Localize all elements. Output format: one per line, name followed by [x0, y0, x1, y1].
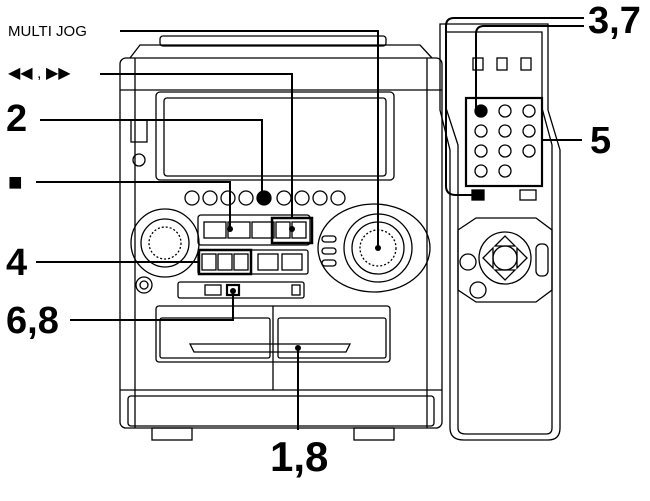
tuner-btn-2 [217, 253, 233, 271]
round-button-2 [202, 190, 218, 206]
keypad-button-3 [522, 104, 536, 118]
jog-side-btn-3 [321, 259, 337, 267]
label-6-8: 6,8 [6, 300, 59, 342]
left-knob [140, 218, 190, 268]
label-6-8-dot [230, 288, 236, 294]
multi-jog-leader [120, 30, 379, 248]
round-button-7 [294, 190, 310, 206]
tuner-btn-4 [257, 253, 279, 271]
main-unit-body [119, 57, 443, 429]
dpad-left-arrow [482, 246, 494, 270]
keypad-button-4 [474, 124, 488, 138]
remote-lower-button [469, 281, 487, 299]
jog-side-btn-2 [321, 247, 337, 255]
keypad-button-9 [522, 144, 536, 158]
round-button-6 [276, 190, 292, 206]
stop-dot [227, 226, 233, 232]
deck-button-row [177, 281, 305, 299]
deck-btn-1 [204, 284, 222, 296]
remote-rect-button-dark [471, 189, 485, 201]
remote-pad-surround [457, 217, 553, 303]
power-indicator [132, 153, 146, 167]
headphone-jack [135, 276, 153, 294]
number-keypad-highlight [464, 96, 544, 188]
cd-window-inner [163, 97, 387, 177]
keypad-button-7 [474, 144, 488, 158]
cassette-deck-2 [277, 317, 387, 359]
stop-symbol-label: ■ [8, 169, 23, 196]
right-foot [353, 427, 395, 441]
dpad-up-arrow [493, 235, 517, 247]
keypad-button-dark [474, 104, 488, 118]
left-knob-ticks [148, 226, 182, 260]
multi-jog-surround [317, 203, 431, 293]
round-button-3 [220, 190, 236, 206]
label-2-leader [40, 119, 263, 198]
cassette-window [188, 343, 352, 353]
rew-ff-label: ◀◀ , ▶▶ [8, 65, 71, 82]
stop-leader [36, 181, 231, 229]
label-3-7-leader-a [475, 25, 584, 110]
control-button-c [251, 221, 275, 239]
remote-rect-button [519, 189, 537, 201]
multi-jog-dot [375, 245, 381, 251]
keypad-button-6 [522, 124, 536, 138]
direction-pad [478, 231, 532, 285]
remote-top-btn-3 [520, 57, 532, 71]
multi-jog-label: MULTI JOG [8, 23, 87, 40]
remote-side-button-left [459, 253, 477, 271]
round-button-4 [238, 190, 254, 206]
label-3-7: 3,7 [588, 0, 641, 42]
label-6-8-leader [70, 291, 234, 321]
keypad-button-5 [498, 124, 512, 138]
label-2: 2 [6, 98, 28, 140]
cd-window [155, 91, 395, 181]
jog-side-btn-1 [321, 235, 337, 243]
remote-control-body [439, 23, 561, 441]
remote-top-btn-1 [472, 57, 484, 71]
tuner-btn-1 [201, 253, 217, 271]
label-1-8: 1,8 [270, 433, 329, 480]
cassette-deck-1 [159, 317, 271, 359]
round-button-9 [330, 190, 346, 206]
tuner-btn-3 [233, 253, 249, 271]
keypad-button-8 [498, 144, 512, 158]
control-button-a [203, 221, 227, 239]
keypad-button-2 [498, 104, 512, 118]
deck-btn-end [291, 284, 301, 296]
round-button-8 [312, 190, 328, 206]
remote-top-btn-2 [496, 57, 508, 71]
label-4: 4 [6, 242, 28, 284]
rew-ff-leader [100, 73, 293, 218]
rew-ff-dot [289, 226, 295, 232]
left-knob-outer [130, 208, 200, 278]
left-foot [151, 427, 193, 441]
label-5: 5 [590, 120, 612, 162]
rewind-button [275, 221, 291, 239]
power-switch [130, 119, 148, 143]
remote-side-button-right [535, 243, 549, 277]
label-2-dot [259, 195, 265, 201]
main-unit-top-edge [129, 44, 433, 59]
bottom-panel [127, 395, 435, 427]
headphone-jack-inner [139, 280, 149, 290]
label-3-7-leader-b [445, 17, 584, 196]
direction-pad-center [492, 245, 518, 271]
tuner-btn-5 [281, 253, 303, 271]
dpad-right-arrow [516, 246, 528, 270]
dpad-down-arrow [493, 269, 517, 281]
top-cd-lid [159, 35, 387, 47]
round-button-1 [184, 190, 200, 206]
keypad-button-10 [474, 164, 488, 178]
remote-control-inner [445, 31, 553, 435]
control-strip [197, 214, 311, 246]
keypad-button-11 [498, 164, 512, 178]
label-1-8-dot [295, 345, 301, 351]
